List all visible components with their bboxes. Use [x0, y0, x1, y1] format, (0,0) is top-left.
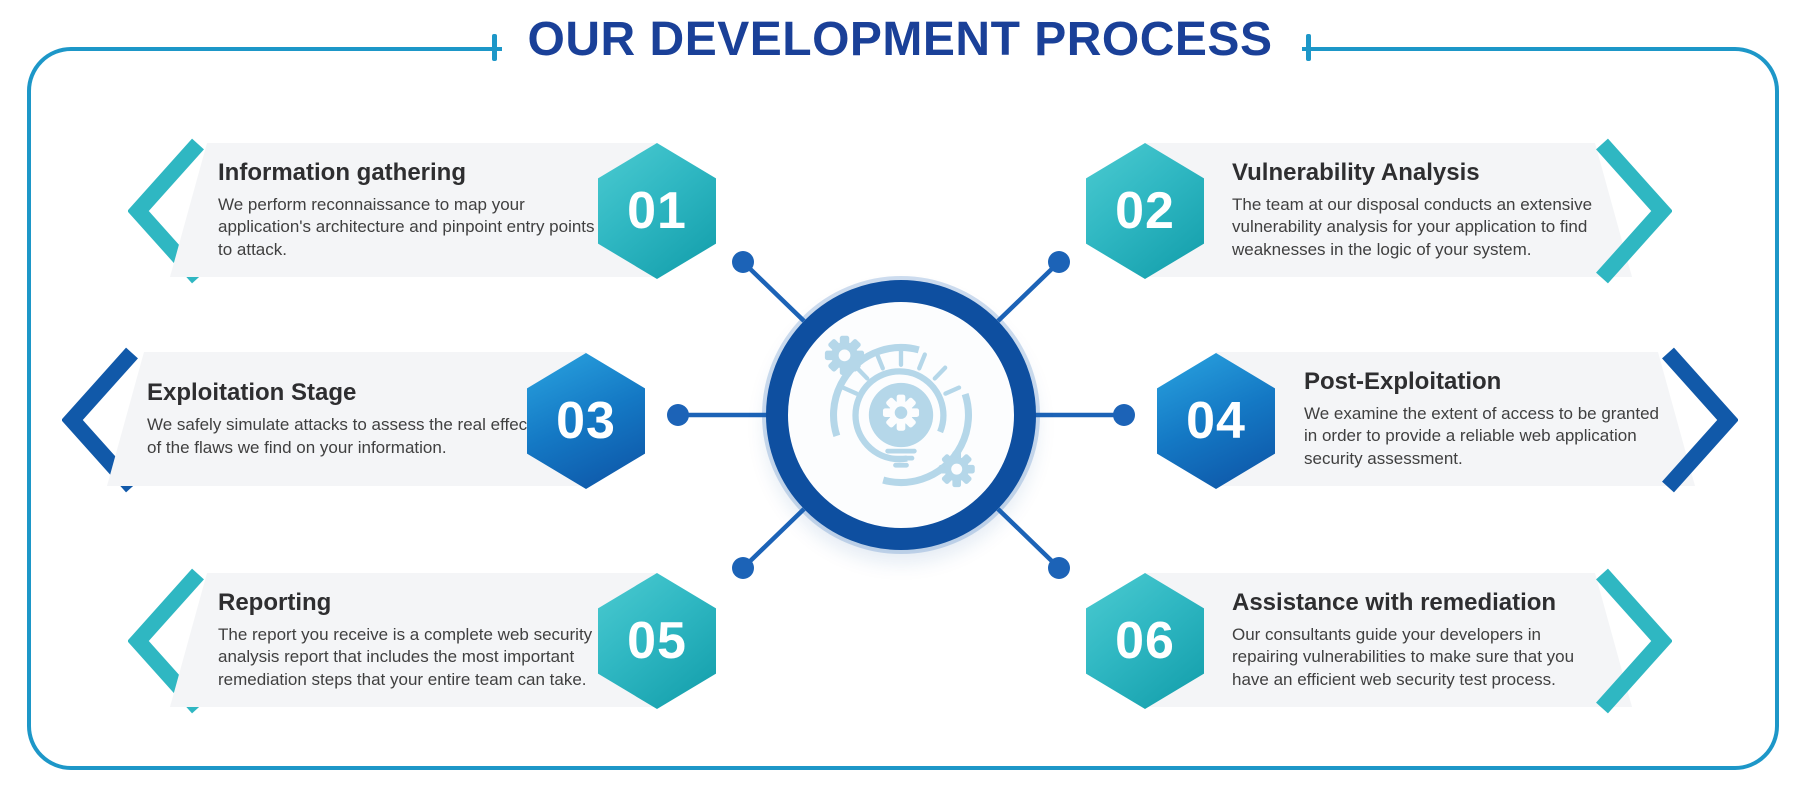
page-title: OUR DEVELOPMENT PROCESS	[527, 13, 1273, 66]
step-06-heading: Assistance with remediation	[1232, 588, 1557, 616]
chevron-left-icon	[62, 347, 138, 493]
chevron-right-icon	[1596, 568, 1672, 714]
step-02-banner: Vulnerability Analysis The team at our d…	[1145, 143, 1632, 277]
step-02-number: 02	[1115, 182, 1175, 240]
step-02-body: The team at our disposal conducts an ext…	[1232, 194, 1593, 259]
chevron-right-icon	[1662, 347, 1738, 493]
step-01-heading: Information gathering	[218, 158, 466, 186]
step-04-number: 04	[1186, 392, 1246, 450]
step-06-number: 06	[1115, 612, 1175, 670]
step-05-heading: Reporting	[218, 588, 332, 616]
step-04-heading: Post-Exploitation	[1304, 367, 1502, 395]
center-circle	[766, 280, 1036, 550]
step-01-banner: Information gathering We perform reconna…	[170, 143, 657, 277]
lightbulb-with-gears-icon	[824, 335, 975, 488]
frame-title-gap	[502, 38, 1302, 56]
title-right-tick	[1306, 34, 1311, 61]
step-03-banner: Exploitation Stage We safely simulate at…	[107, 352, 586, 486]
step-05-banner: Reporting The report you receive is a co…	[170, 573, 657, 707]
title-left-tick	[492, 34, 497, 61]
step-03-heading: Exploitation Stage	[147, 378, 357, 406]
step-04-body: We examine the extent of access to be gr…	[1304, 403, 1660, 468]
step-04-banner: Post-Exploitation We examine the extent …	[1216, 352, 1695, 486]
step-01-number: 01	[627, 182, 687, 240]
step-02-heading: Vulnerability Analysis	[1232, 158, 1480, 186]
step-01-body: We perform reconnaissance to map your ap…	[218, 194, 595, 259]
chevron-right-icon	[1596, 138, 1672, 284]
step-06-body: Our consultants guide your developers in…	[1232, 624, 1575, 689]
step-03-body: We safely simulate attacks to assess the…	[147, 414, 532, 457]
step-03-number: 03	[556, 392, 616, 450]
step-06-banner: Assistance with remediation Our consulta…	[1145, 573, 1632, 707]
step-05-body: The report you receive is a complete web…	[218, 624, 593, 689]
step-05-number: 05	[627, 612, 687, 670]
